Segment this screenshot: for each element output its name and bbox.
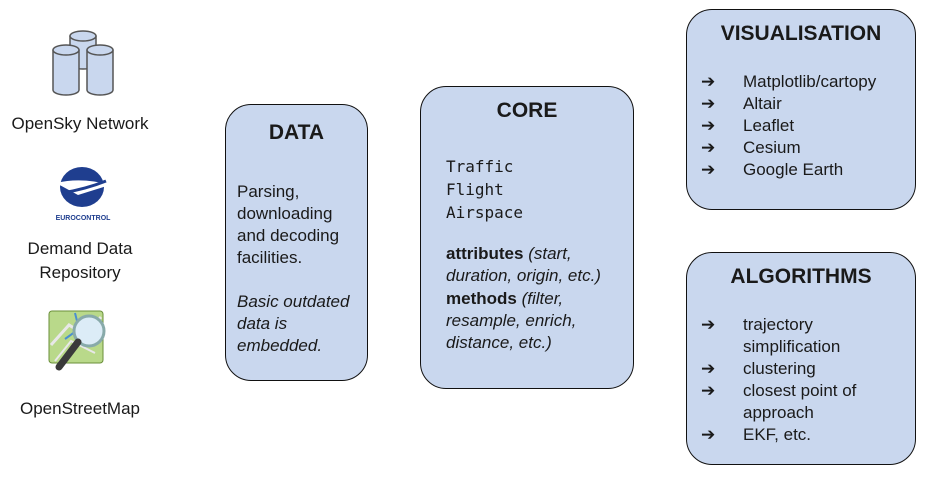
algorithms-box-title: ALGORITHMS <box>730 265 872 288</box>
algorithms-list: ➔trajectory simplification ➔clustering ➔… <box>701 314 891 446</box>
core-attributes-detail: (start, duration, origin, etc.) <box>446 244 601 285</box>
arrow-icon: ➔ <box>701 160 716 179</box>
openstreetmap-logo <box>48 310 106 371</box>
arrow-icon: ➔ <box>701 425 716 444</box>
algorithms-box: ALGORITHMS ➔trajectory simplification ➔c… <box>686 252 916 465</box>
list-item: ➔Leaflet <box>701 116 795 135</box>
core-attributes: attributes (start, duration, origin, etc… <box>446 243 628 287</box>
list-item: ➔clustering <box>701 359 816 378</box>
arrow-icon: ➔ <box>701 359 716 378</box>
data-box-title: DATA <box>268 121 325 144</box>
list-item: ➔Cesium <box>701 138 801 157</box>
arrow-icon: ➔ <box>701 138 716 157</box>
arrow-icon: ➔ <box>701 72 716 91</box>
eurocontrol-logo-text: EUROCONTROL <box>56 215 112 222</box>
source-label-opensky: OpenSky Network <box>11 114 149 133</box>
core-methods-label: methods <box>446 289 517 308</box>
list-item: ➔closest point of approach <box>701 381 857 422</box>
arrow-icon: ➔ <box>701 315 716 334</box>
list-item: ➔EKF, etc. <box>701 425 812 444</box>
arrow-icon: ➔ <box>701 116 716 135</box>
visualisation-box-title: VISUALISATION <box>720 22 882 45</box>
eurocontrol-logo: EUROCONTROL <box>56 167 112 222</box>
data-box-note: Basic outdated data is embedded. <box>237 292 350 355</box>
core-class-flight: Flight <box>446 180 504 199</box>
list-item: ➔Google Earth <box>701 160 844 179</box>
core-methods: methods (filter, resample, enrich, dista… <box>446 288 628 354</box>
arrow-icon: ➔ <box>701 94 716 113</box>
core-box-title: CORE <box>496 99 558 122</box>
data-box: DATA Parsing, downloading and decoding f… <box>225 104 368 381</box>
arrow-icon: ➔ <box>701 381 716 400</box>
visualisation-box: VISUALISATION ➔Matplotlib/cartopy ➔Altai… <box>686 9 916 210</box>
data-box-description: Parsing, downloading and decoding facili… <box>237 182 340 267</box>
visualisation-list: ➔Matplotlib/cartopy ➔Altair ➔Leaflet ➔Ce… <box>701 71 909 181</box>
source-label-osm: OpenStreetMap <box>19 399 140 418</box>
core-class-traffic: Traffic <box>446 157 514 176</box>
core-methods-detail: (filter, resample, enrich, distance, etc… <box>446 289 577 352</box>
core-box: CORE Traffic Flight Airspace attributes … <box>420 86 634 389</box>
list-item: ➔Altair <box>701 94 782 113</box>
list-item: ➔trajectory simplification <box>701 315 841 356</box>
core-class-airspace: Airspace <box>446 203 524 222</box>
core-attributes-label: attributes <box>446 244 524 263</box>
core-class-list: Traffic Flight Airspace <box>446 155 523 224</box>
database-icon <box>52 30 114 96</box>
list-item: ➔Matplotlib/cartopy <box>701 72 877 91</box>
source-label-ddr: Demand Data Repository <box>27 239 133 282</box>
